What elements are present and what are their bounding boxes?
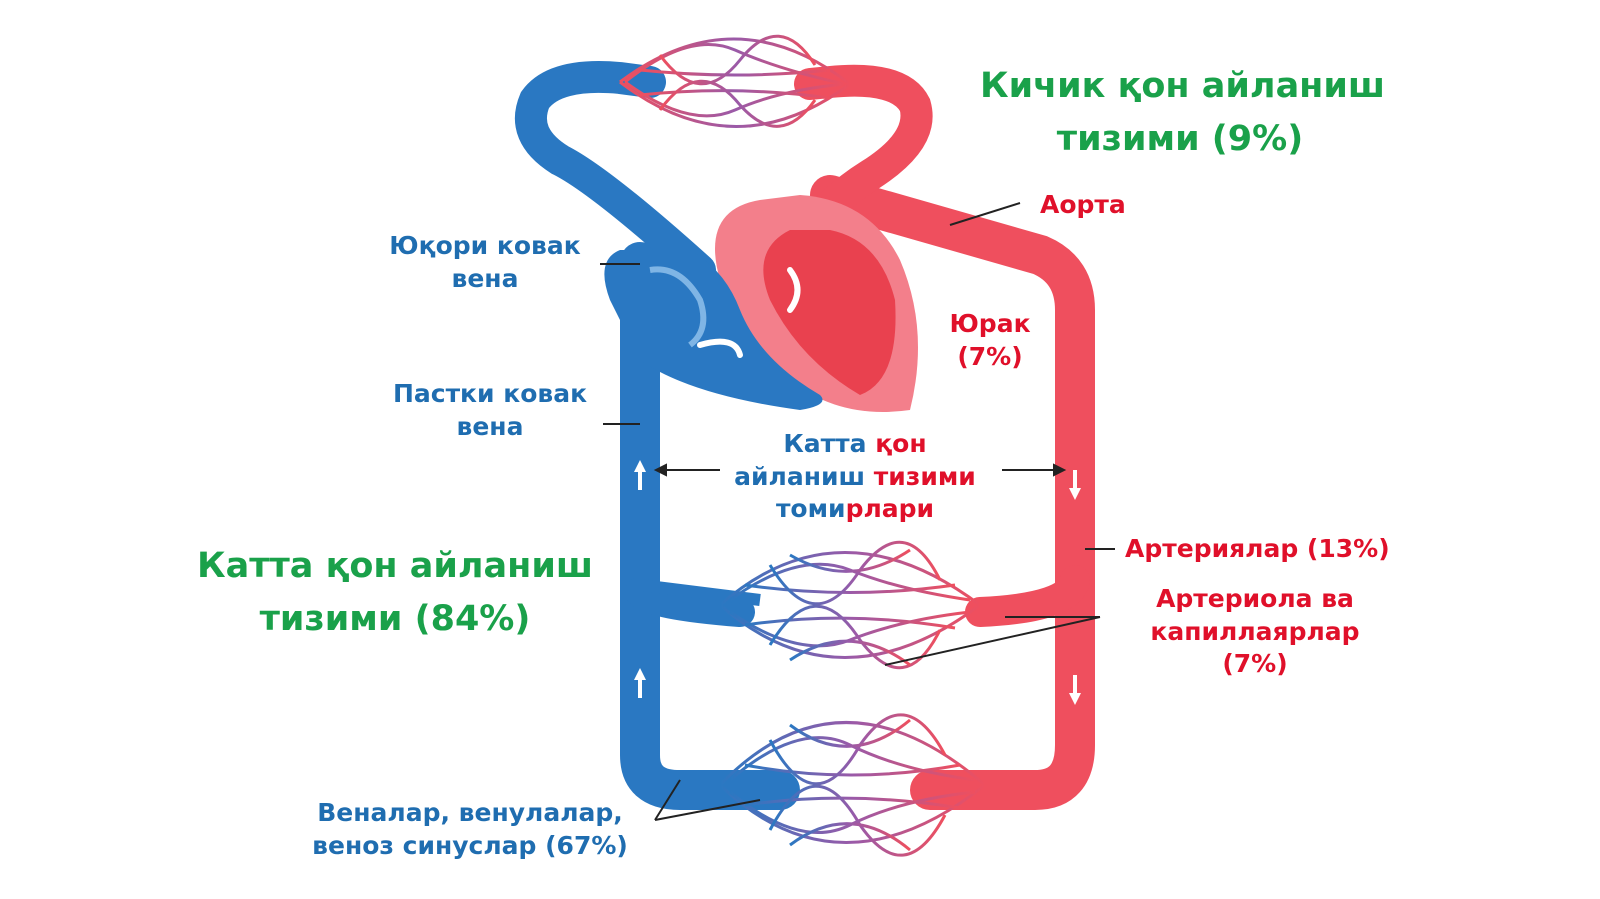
arteries-label: Артериялар (13%) bbox=[1125, 534, 1390, 563]
lower-capillary-network-icon bbox=[718, 713, 986, 857]
leader-lines bbox=[600, 202, 1115, 821]
flow-arrow-icon bbox=[634, 460, 1081, 705]
systemic-artery bbox=[810, 175, 1095, 810]
systemic-vessels-label: Катта қон айланиш тизими томирлари bbox=[734, 429, 976, 523]
veins-venules-label: Веналар, венулалар, веноз синуслар (67%) bbox=[312, 798, 628, 860]
inferior-vena-cava-label: Пастки ковак вена bbox=[392, 379, 588, 441]
lung-capillary-network-icon bbox=[619, 34, 851, 128]
systemic-circulation-title: Катта қон айланиш тизими (84%) bbox=[196, 546, 594, 639]
aorta-label: Аорта bbox=[1040, 190, 1126, 219]
pulmonary-vein bbox=[515, 60, 716, 286]
center-arrows bbox=[653, 463, 1067, 477]
superior-vena-cava-label: Юқори ковак вена bbox=[389, 231, 581, 293]
heart-icon bbox=[604, 195, 918, 412]
heart-label: Юрак (7%) bbox=[949, 309, 1031, 371]
upper-capillary-network-icon bbox=[719, 541, 981, 669]
pulmonary-circulation-title: Кичик қон айланиш тизими (9%) bbox=[980, 66, 1386, 159]
arterioles-capillaries-label: Артериола ва капиллаярлар (7%) bbox=[1150, 584, 1360, 678]
systemic-vein bbox=[620, 242, 800, 810]
